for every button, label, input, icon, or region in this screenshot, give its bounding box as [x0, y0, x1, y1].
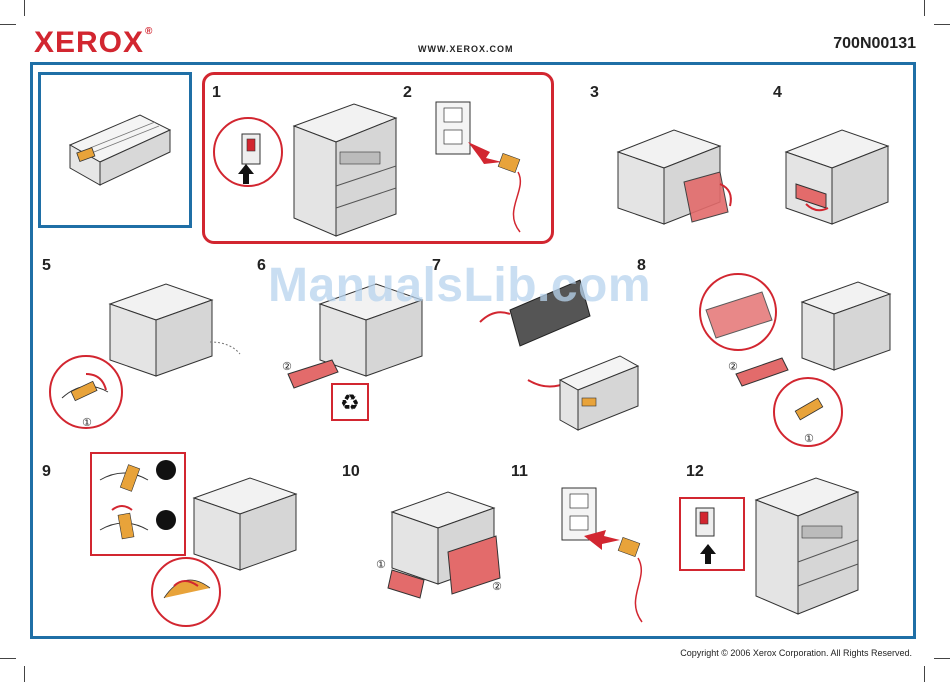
printer-step5 [100, 272, 240, 382]
printer-step12 [746, 468, 866, 618]
power-switch-callout [212, 112, 284, 194]
callout-2: ② [728, 360, 738, 373]
callout-1: ① [804, 432, 814, 445]
wall-outlet-unplug [432, 100, 542, 235]
watermark: ManualsLib.com [268, 258, 651, 313]
crop-mark [924, 0, 925, 16]
step-number-11: 11 [511, 463, 528, 481]
step-number-2: 2 [403, 84, 412, 102]
step-number-4: 4 [773, 84, 782, 102]
printer-illustration [284, 96, 404, 236]
callout-1: ① [376, 558, 386, 571]
recycle-icon: ♻ [340, 391, 360, 416]
crop-mark [0, 24, 16, 25]
crop-mark [934, 658, 950, 659]
insert-new-cartridge: ② ① [692, 270, 902, 450]
toner-cartridge-illustration [60, 100, 175, 195]
callout-1: ① [82, 416, 92, 429]
crop-mark [0, 658, 16, 659]
wall-outlet-plug-in [558, 486, 668, 626]
step-number-12: 12 [686, 463, 704, 481]
step-number-10: 10 [342, 463, 360, 481]
printer-step9 [150, 470, 320, 630]
close-doors: ① ② [372, 482, 512, 612]
power-on-callout [676, 494, 748, 576]
part-number: 700N00131 [833, 35, 916, 53]
crop-mark [24, 0, 25, 16]
xerox-logo: XEROX® [34, 26, 153, 60]
step-number-3: 3 [590, 84, 599, 102]
copyright-notice: Copyright © 2006 Xerox Corporation. All … [680, 648, 912, 658]
crop-mark [934, 24, 950, 25]
step-number-6: 6 [257, 257, 266, 275]
crop-mark [24, 666, 25, 682]
printer-open-side-door [608, 112, 738, 232]
website-url[interactable]: WWW.XEROX.COM [418, 44, 514, 54]
step-number-5: 5 [42, 257, 51, 275]
callout-2: ② [492, 580, 502, 593]
printer-open-front-cover [776, 112, 906, 232]
crop-mark [924, 666, 925, 682]
callout-2: ② [282, 360, 292, 373]
step-number-9: 9 [42, 463, 51, 481]
step-number-1: 1 [212, 84, 221, 102]
